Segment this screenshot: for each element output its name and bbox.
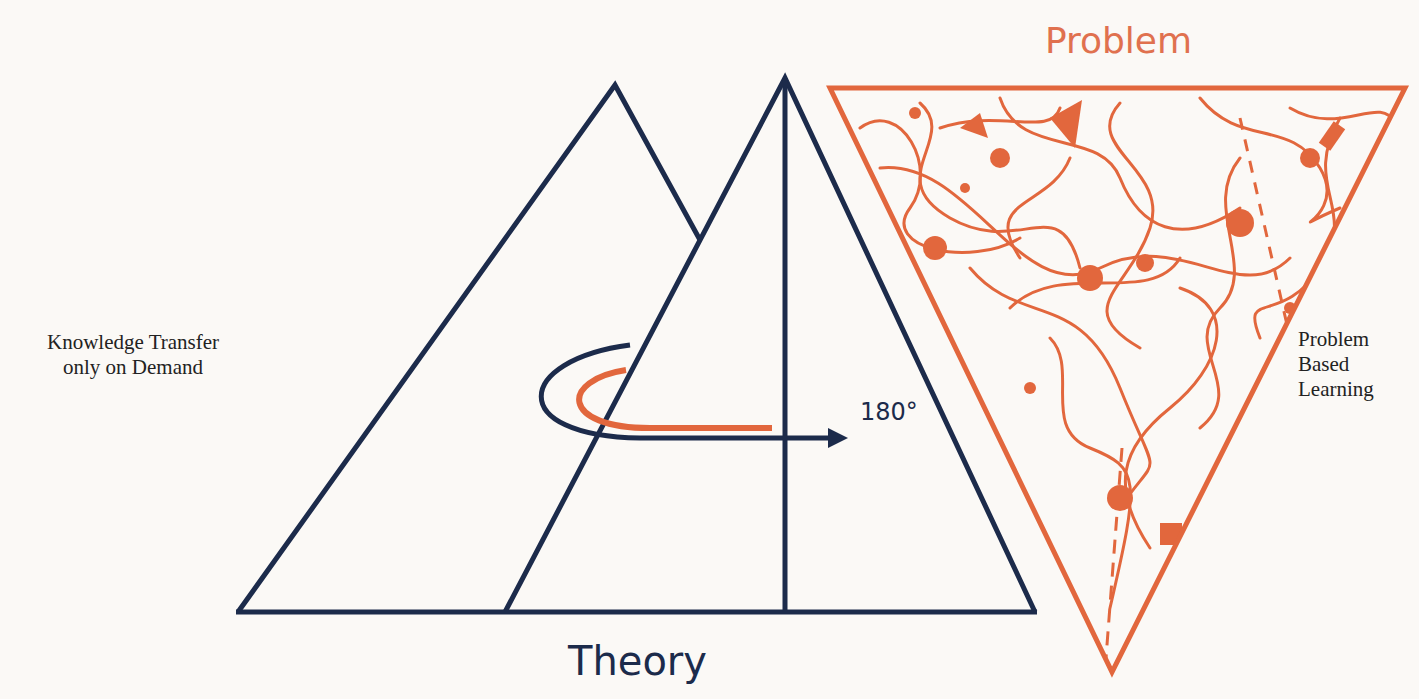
tangle-dot	[1107, 485, 1133, 511]
tangle-line	[970, 268, 1150, 508]
triangle-outline	[830, 88, 1405, 672]
tangle-square	[1319, 121, 1345, 150]
tangle-dot	[1300, 148, 1320, 168]
tangle-dot	[909, 107, 921, 119]
tangle-dot	[1077, 265, 1103, 291]
tangle-wedge	[1050, 100, 1082, 148]
tangle-dot	[1136, 254, 1154, 272]
tangle-line	[1200, 158, 1240, 428]
tangle-line	[1008, 158, 1070, 258]
side-note: Problem Based Learning	[1298, 327, 1398, 403]
tangle-line	[1000, 98, 1240, 229]
shape-heading: Theory	[568, 638, 707, 684]
tangle-line	[1010, 258, 1180, 308]
tangle-dot	[1024, 382, 1036, 394]
tangle-dot	[960, 183, 970, 193]
tangle-line	[1107, 103, 1153, 348]
back-pyramid	[238, 85, 700, 612]
side-note: Knowledge Transfer only on Demand	[38, 330, 228, 380]
tangle-dot	[923, 236, 947, 260]
tangle-dot	[1226, 209, 1254, 237]
rotation-arc	[579, 370, 772, 428]
tangle-wedge	[960, 113, 988, 138]
tangle-dot	[990, 148, 1010, 168]
tangle-line	[1200, 98, 1340, 222]
angle-label: 180°	[860, 398, 918, 427]
tangle-line	[940, 108, 1060, 128]
tangle-line	[1125, 288, 1217, 548]
shape-heading: Problem	[1045, 20, 1192, 61]
axis-line	[783, 78, 788, 612]
rotation-arrow	[541, 345, 832, 438]
dashed-line	[1106, 448, 1122, 658]
tangle-line	[1290, 108, 1395, 123]
base-line	[236, 610, 1037, 615]
